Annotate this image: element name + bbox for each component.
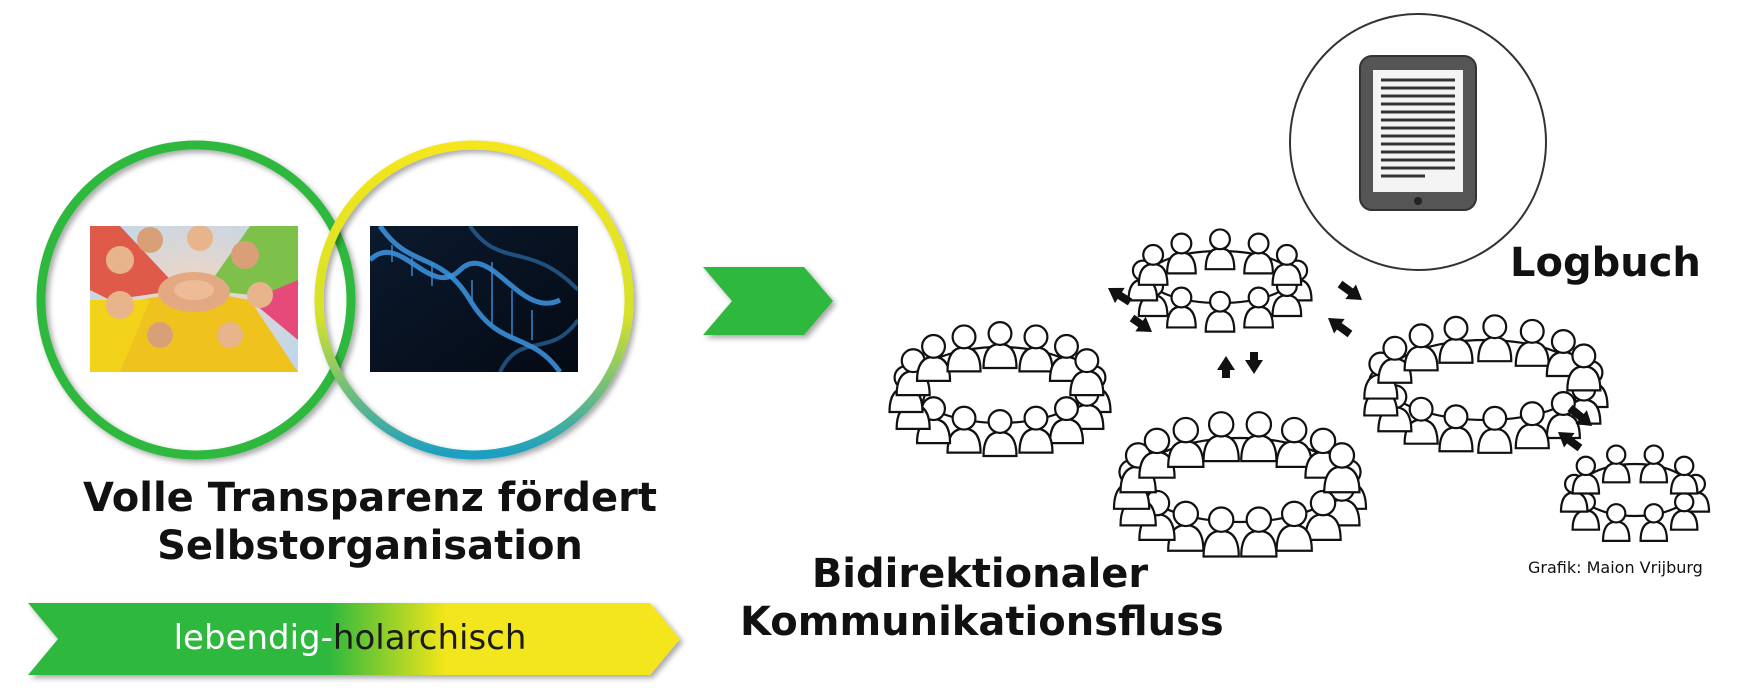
person-figure (1601, 503, 1631, 542)
person-figure (1669, 491, 1699, 531)
dna-ring (314, 140, 634, 460)
person-figure (1271, 243, 1303, 286)
person-figure (1514, 318, 1550, 367)
person-figure (1669, 455, 1699, 495)
arrow-shape (1245, 352, 1263, 374)
person-figure (982, 321, 1018, 370)
person-figure (1403, 396, 1439, 445)
people-circle-drawing (888, 228, 1711, 558)
person-figure (1438, 315, 1474, 364)
graphic-credit: Grafik: Maion Vrijburg (1528, 558, 1703, 577)
person-figure (1204, 290, 1236, 333)
transparency-caption: Volle Transparenz fördert Selbstorganisa… (60, 474, 680, 570)
caption-line-1: Volle Transparenz fördert (82, 475, 657, 521)
person-figure (1202, 411, 1240, 463)
person-figure (1048, 396, 1085, 445)
community-ring (36, 140, 356, 460)
caption-line-2: Selbstorganisation (157, 523, 583, 569)
people-hands-photo (90, 226, 298, 372)
arrow-shape (1558, 432, 1583, 452)
tablet-icon (1289, 13, 1547, 271)
person-figure (915, 333, 952, 382)
person-figure (1204, 228, 1236, 271)
comm-line-1: Bidirektionaler (811, 551, 1149, 597)
person-figure (1403, 323, 1439, 372)
person-figure (946, 324, 982, 373)
lebendig-banner (28, 603, 680, 675)
arrow-shape (1108, 287, 1133, 306)
chevron-arrow-icon (703, 267, 833, 335)
person-figure (1240, 411, 1278, 463)
person-figure (1165, 286, 1197, 329)
person-figure (1438, 404, 1474, 453)
logbuch-label: Logbuch (1510, 240, 1701, 286)
person-figure (1275, 416, 1313, 468)
person-figure (1639, 444, 1669, 484)
comm-line-2: Kommunikationsfluss (740, 599, 1224, 645)
person-figure (1243, 286, 1275, 329)
person-figure (1323, 442, 1361, 494)
arrow-shape (1337, 280, 1362, 300)
banner-word-holarchisch: holarchisch (332, 618, 527, 658)
person-figure (1018, 405, 1054, 454)
arrow-shape (1328, 318, 1353, 338)
person-figure (1138, 427, 1176, 479)
person-figure (982, 409, 1018, 458)
person-figure (1275, 500, 1313, 552)
person-figure (1601, 444, 1631, 484)
person-figure (1165, 232, 1197, 275)
person-figure (1243, 232, 1275, 275)
person-figure (1566, 343, 1602, 392)
person-figure (1202, 506, 1240, 558)
arrow-shape (1129, 314, 1152, 332)
person-figure (1240, 506, 1278, 558)
communication-caption: Bidirektionaler Kommunikationsfluss (740, 550, 1224, 646)
person-figure (1571, 455, 1601, 495)
arrow-shape (1217, 356, 1235, 378)
banner-word-lebendig: lebendig- (173, 618, 333, 658)
person-figure (1069, 348, 1105, 397)
person-figure (1137, 243, 1169, 286)
person-figure (1477, 405, 1513, 454)
person-figure (1639, 503, 1669, 542)
dna-photo (370, 226, 578, 372)
bidirectional-arrow-icon (1108, 280, 1592, 452)
arrow-shape (1567, 404, 1592, 426)
banner-label: lebendig-holarchisch (0, 618, 700, 658)
person-figure (1018, 324, 1054, 373)
person-figure (1514, 401, 1550, 450)
person-figure (946, 405, 982, 454)
person-figure (1377, 335, 1413, 384)
person-figure (1477, 314, 1513, 363)
person-figure (1304, 489, 1342, 542)
